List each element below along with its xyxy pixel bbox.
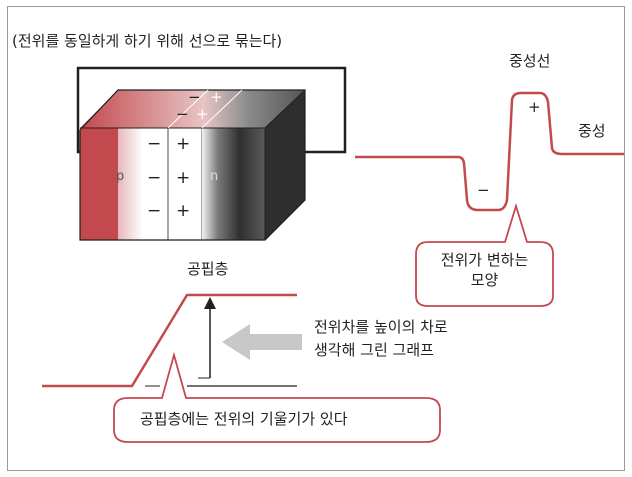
top-plus-sign: +	[196, 105, 209, 123]
block-right-face	[265, 90, 305, 240]
depletion-slope-callout: 공핍층에는 전위의 기울기가 있다	[140, 410, 348, 428]
neutral-line-label: 중성선	[509, 52, 551, 70]
p-region-label: p	[116, 169, 125, 184]
arrow-note-line1: 전위차를 높이의 차로	[314, 318, 448, 336]
semiconductor-block	[79, 89, 306, 241]
top-minus-sign: −	[188, 88, 201, 106]
front-minus-sign: −	[147, 201, 162, 221]
figure-border	[7, 6, 625, 471]
n-region-label: n	[210, 169, 219, 184]
depletion-slope-callout-box	[113, 351, 441, 443]
front-plus-sign: +	[176, 201, 191, 221]
front-minus-sign: −	[147, 168, 162, 188]
graph-minus-sign: −	[477, 181, 490, 199]
top-minus-sign: −	[176, 105, 189, 123]
graph-plus-sign: +	[528, 98, 541, 116]
potential-shape-callout: 전위가 변하는 모양	[418, 250, 551, 291]
gray-pointer-arrow	[222, 324, 302, 360]
arrow-note-line2: 생각해 그린 그래프	[314, 341, 434, 359]
potential-curve	[355, 91, 624, 212]
neutral-label: 중성	[578, 122, 606, 140]
figure-caption: (전위를 동일하게 하기 위해 선으로 묶는다)	[12, 32, 283, 50]
p-region	[118, 128, 168, 240]
callout-line: 모양	[470, 271, 499, 290]
top-plus-sign: +	[210, 88, 223, 106]
front-plus-sign: +	[176, 168, 191, 188]
depletion-potential-curve	[42, 293, 297, 388]
depletion-layer-label: 공핍층	[187, 260, 229, 278]
callout-line: 전위가 변하는	[440, 251, 529, 269]
front-plus-sign: +	[176, 134, 191, 154]
height-arrowhead	[204, 297, 216, 309]
block-top-face	[80, 90, 305, 128]
potential-shape-callout-box	[415, 202, 554, 307]
front-minus-sign: −	[147, 134, 162, 154]
n-region	[202, 128, 265, 240]
